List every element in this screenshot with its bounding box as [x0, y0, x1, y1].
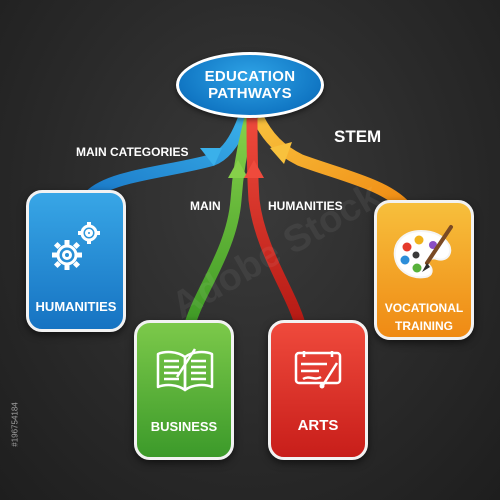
label-stem: STEM — [334, 127, 382, 146]
card-vocational-title: VOCATIONAL TRAINING — [377, 299, 471, 335]
card-vocational-title-line-1: VOCATIONAL — [384, 301, 464, 315]
gears-icon — [52, 222, 100, 270]
label-main: MAIN — [190, 199, 221, 213]
arrow-orange-head — [270, 142, 292, 164]
card-vocational-training: VOCATIONAL TRAINING — [374, 200, 474, 340]
arrow-green — [184, 116, 256, 326]
watermark-side-id: #196754184 — [10, 402, 20, 447]
card-business-title: BUSINESS — [150, 419, 218, 434]
arrow-blue — [85, 115, 250, 201]
hub-education-pathways: EDUCATION PATHWAYS — [176, 52, 324, 118]
easel-icon — [294, 351, 342, 389]
palette-icon — [393, 225, 453, 279]
hub-line-1: EDUCATION — [204, 68, 296, 85]
card-arts-title: ARTS — [297, 417, 339, 434]
card-vocational-title-line-2: TRAINING — [395, 319, 453, 333]
open-book-icon — [156, 348, 214, 392]
label-main-categories: MAIN CATEGORIES — [76, 145, 189, 159]
arrow-orange — [252, 115, 413, 214]
card-humanities-title: HUMANITIES — [35, 299, 117, 314]
arrow-red — [246, 117, 306, 326]
hub-line-2: PATHWAYS — [208, 85, 292, 102]
card-business: BUSINESS — [134, 320, 234, 460]
arrow-red-head — [244, 160, 264, 178]
card-humanities: HUMANITIES — [26, 190, 126, 332]
arrow-blue-head — [200, 148, 222, 166]
card-arts: ARTS — [268, 320, 368, 460]
label-humanities: HUMANITIES — [268, 199, 343, 213]
arrow-green-head — [228, 160, 248, 178]
